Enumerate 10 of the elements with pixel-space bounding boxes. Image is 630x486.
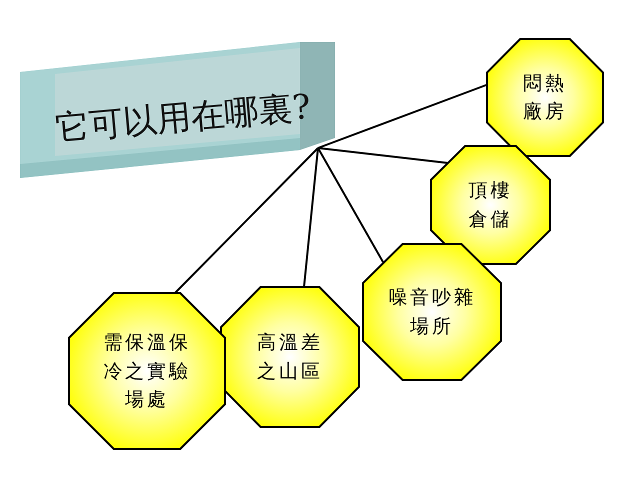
- connector-line: [303, 148, 319, 288]
- connector-line: [318, 147, 448, 164]
- connector-line: [174, 147, 319, 294]
- connector-line: [317, 148, 384, 262]
- place-label: 需保溫保冷之實驗場處: [102, 330, 192, 412]
- place-label: 悶熱廠房: [522, 71, 568, 124]
- place-label: 高溫差之山區: [256, 330, 324, 384]
- place-label: 噪音吵雜場所: [387, 286, 477, 339]
- place-label: 頂樓倉儲: [468, 178, 514, 232]
- title-text: 它可以用在哪裏?: [56, 86, 310, 152]
